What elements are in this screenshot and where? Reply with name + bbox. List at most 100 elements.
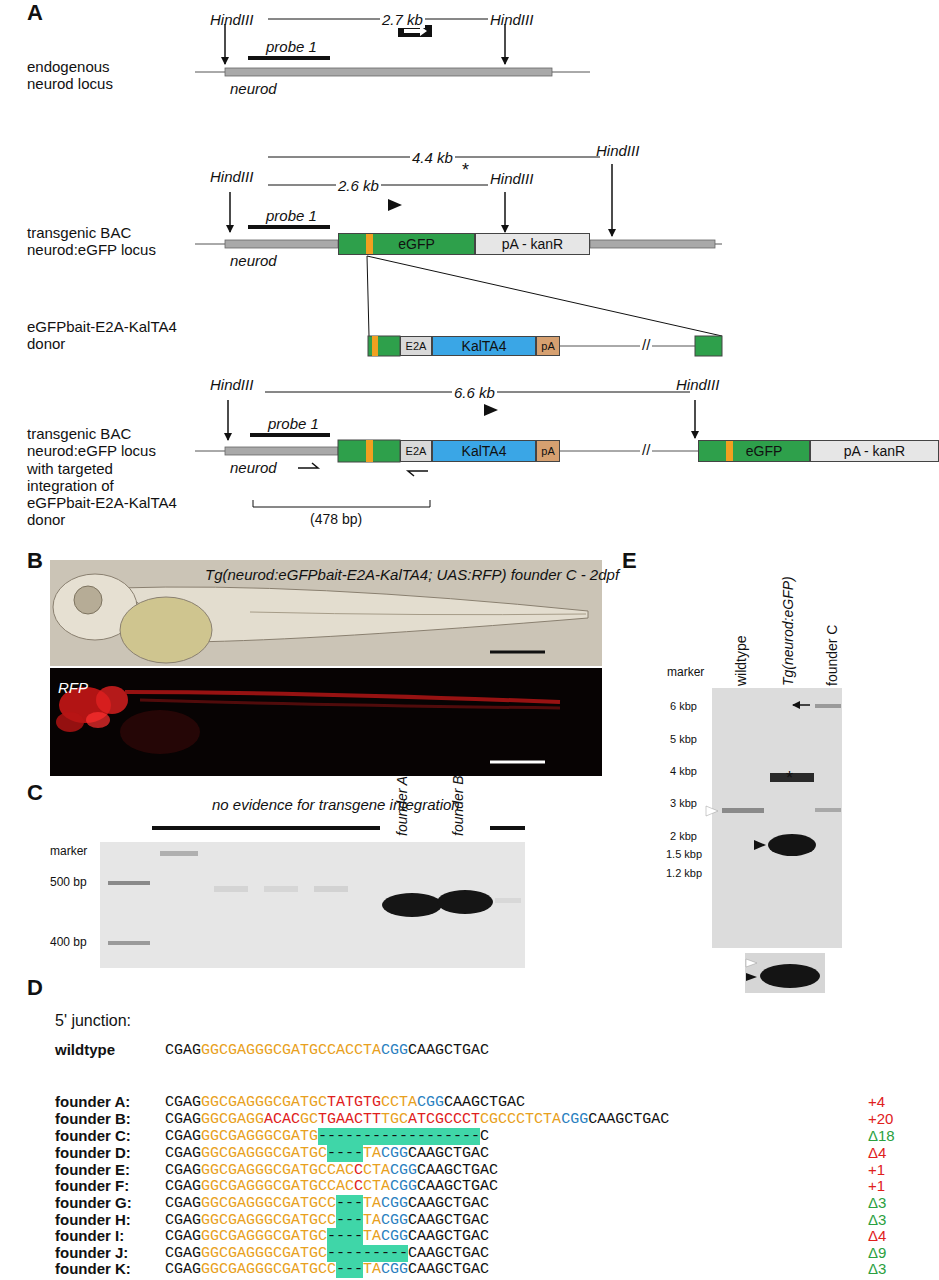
site-label: HindIII	[490, 11, 533, 28]
row-name: founder F:	[55, 1177, 129, 1194]
sequence-segment: CGCCCTCTA	[480, 1111, 561, 1128]
row-name: founder C:	[55, 1127, 131, 1144]
panel-letter: E	[622, 548, 637, 573]
sequence-segment: CGAG	[165, 1128, 201, 1145]
deletion-gap: ---	[336, 1212, 363, 1229]
sequence-segment: CGAG	[165, 1094, 201, 1111]
lane-label: wildtype	[733, 635, 749, 686]
box-text: KalTA4	[462, 338, 507, 354]
box-text: pA	[541, 340, 554, 352]
size-label: 2.7 kb	[380, 11, 425, 28]
pa-kanr-box: pA - kanR	[810, 440, 939, 462]
sequence-segment: CGG	[390, 1162, 417, 1179]
section-label: 5' junction:	[55, 1012, 131, 1030]
row-name: founder D:	[55, 1144, 131, 1161]
sequence-segment: TATGTG	[327, 1094, 381, 1111]
sequence-segment: CAAGCTGAC	[444, 1094, 525, 1111]
fluorescence-image	[50, 668, 602, 776]
cut-site-arrow	[504, 24, 506, 64]
gel-smear	[314, 886, 348, 892]
sequence-row: CGAGGGCGAGGGCGATGC----TACGGCAAGCTGAC	[165, 1145, 489, 1162]
transgene-arrowhead	[746, 973, 757, 981]
sequence-segment: GGCGAGGGCGATGCCACCTA	[201, 1042, 381, 1059]
insertion-line	[367, 256, 722, 336]
sequence-segment: C	[354, 1178, 363, 1195]
e2a-box: E2A	[400, 336, 432, 356]
bait-stripe	[366, 440, 373, 462]
box-text: eGFP	[746, 443, 783, 459]
cut-site-arrow	[224, 24, 226, 64]
sequence-segment: GGCGAGGGCGATGCCAC	[201, 1162, 354, 1179]
row-label: transgenic BAC neurod:eGFP locus	[27, 224, 167, 259]
gene-label: neurod	[230, 459, 277, 476]
neurod-bar	[225, 68, 552, 76]
rfp-signal	[86, 712, 110, 728]
genomic-line	[560, 451, 698, 452]
sequence-row: CGAGGGCGAGGGCGATGCC---TACGGCAAGCTGAC	[165, 1212, 489, 1229]
kalta4-box: KalTA4	[432, 336, 536, 356]
sequence-segment: GGCGAGGGCGATGC	[201, 1245, 327, 1262]
sequence-row: CGAGGGCGAGGGCGATGCCACCTACGGCAAGCTGAC	[165, 1042, 489, 1059]
gel-band	[160, 851, 198, 856]
gel-band	[382, 893, 442, 917]
row-name: wildtype	[55, 1041, 115, 1058]
size-label: 2.6 kb	[336, 177, 381, 194]
sequence-row: CGAGGGCGAGGACACGCTGAACTTTGCATCGCCCTCGCCC…	[165, 1111, 669, 1128]
sequence-row: CGAGGGCGAGGGCGATGCCACCCTACGGCAAGCTGAC	[165, 1162, 498, 1179]
integration-arrow	[793, 704, 810, 706]
marker-label: marker	[50, 845, 87, 859]
blot-inset	[745, 953, 825, 993]
cut-site-arrow	[504, 192, 506, 232]
site-label: HindIII	[210, 376, 253, 393]
panel-letter: B	[27, 548, 43, 573]
neurod-bar	[225, 240, 338, 248]
row-name: founder J:	[55, 1244, 128, 1261]
site-label: HindIII	[488, 170, 535, 187]
sequence-segment: TA	[363, 1212, 381, 1229]
lane-label: Tg(neurod:eGFP)	[780, 576, 796, 686]
panel-letter: D	[27, 975, 43, 1000]
probe-label: probe 1	[266, 207, 317, 224]
sequence-row: CGAGGGCGAGGGCGATGCC---TACGGCAAGCTGAC	[165, 1195, 489, 1212]
indel-size: +1	[868, 1177, 885, 1194]
cut-site-arrow	[227, 400, 229, 440]
sequence-segment: CAAGCTGAC	[408, 1261, 489, 1278]
gene-label: neurod	[230, 80, 277, 97]
box-text: pA	[541, 445, 554, 457]
sequence-segment: CGG	[561, 1111, 588, 1128]
embryo-notochord	[250, 612, 586, 615]
sequence-segment: TA	[363, 1195, 381, 1212]
indel-size: Δ18	[868, 1127, 895, 1144]
row-name: founder G:	[55, 1194, 132, 1211]
sequence-row: CGAGGGCGAGGGCGATG------------------C	[165, 1128, 489, 1145]
sequence-segment: CTA	[363, 1178, 390, 1195]
sequence-segment: ACAC	[264, 1111, 300, 1128]
wildtype-arrowhead	[746, 959, 757, 967]
neurod-bar	[225, 447, 338, 455]
box-text: eGFP	[398, 236, 435, 252]
pa-box: pA	[536, 336, 560, 356]
box-text: E2A	[406, 340, 427, 352]
insertion-line	[367, 256, 369, 336]
sequence-segment: CGG	[417, 1094, 444, 1111]
egfp-bait-box	[338, 440, 400, 462]
sequence-row: CGAGGGCGAGGGCGATGC----TACGGCAAGCTGAC	[165, 1228, 489, 1245]
deletion-gap: ---	[336, 1195, 363, 1212]
sequence-segment: CGAG	[165, 1212, 201, 1229]
sequence-segment: GGCGAGGGCGATGC	[201, 1094, 327, 1111]
indel-size: Δ9	[868, 1244, 886, 1261]
sequence-segment: CCTA	[381, 1094, 417, 1111]
asterisk: *	[786, 768, 793, 789]
sequence-segment: CGAG	[165, 1261, 201, 1278]
deletion-gap: ---	[336, 1261, 363, 1278]
box-text: KalTA4	[462, 443, 507, 459]
blot-band	[815, 808, 841, 812]
sequence-segment: TGC	[381, 1111, 408, 1128]
sequence-segment: CGAG	[165, 1042, 201, 1059]
sequence-segment: GGCGAGGGCGATGCC	[201, 1261, 336, 1278]
sequence-segment: CGG	[381, 1228, 408, 1245]
deletion-gap: ------------------	[318, 1128, 480, 1145]
sequence-segment: GGCGAGGGCGATGC	[201, 1145, 327, 1162]
